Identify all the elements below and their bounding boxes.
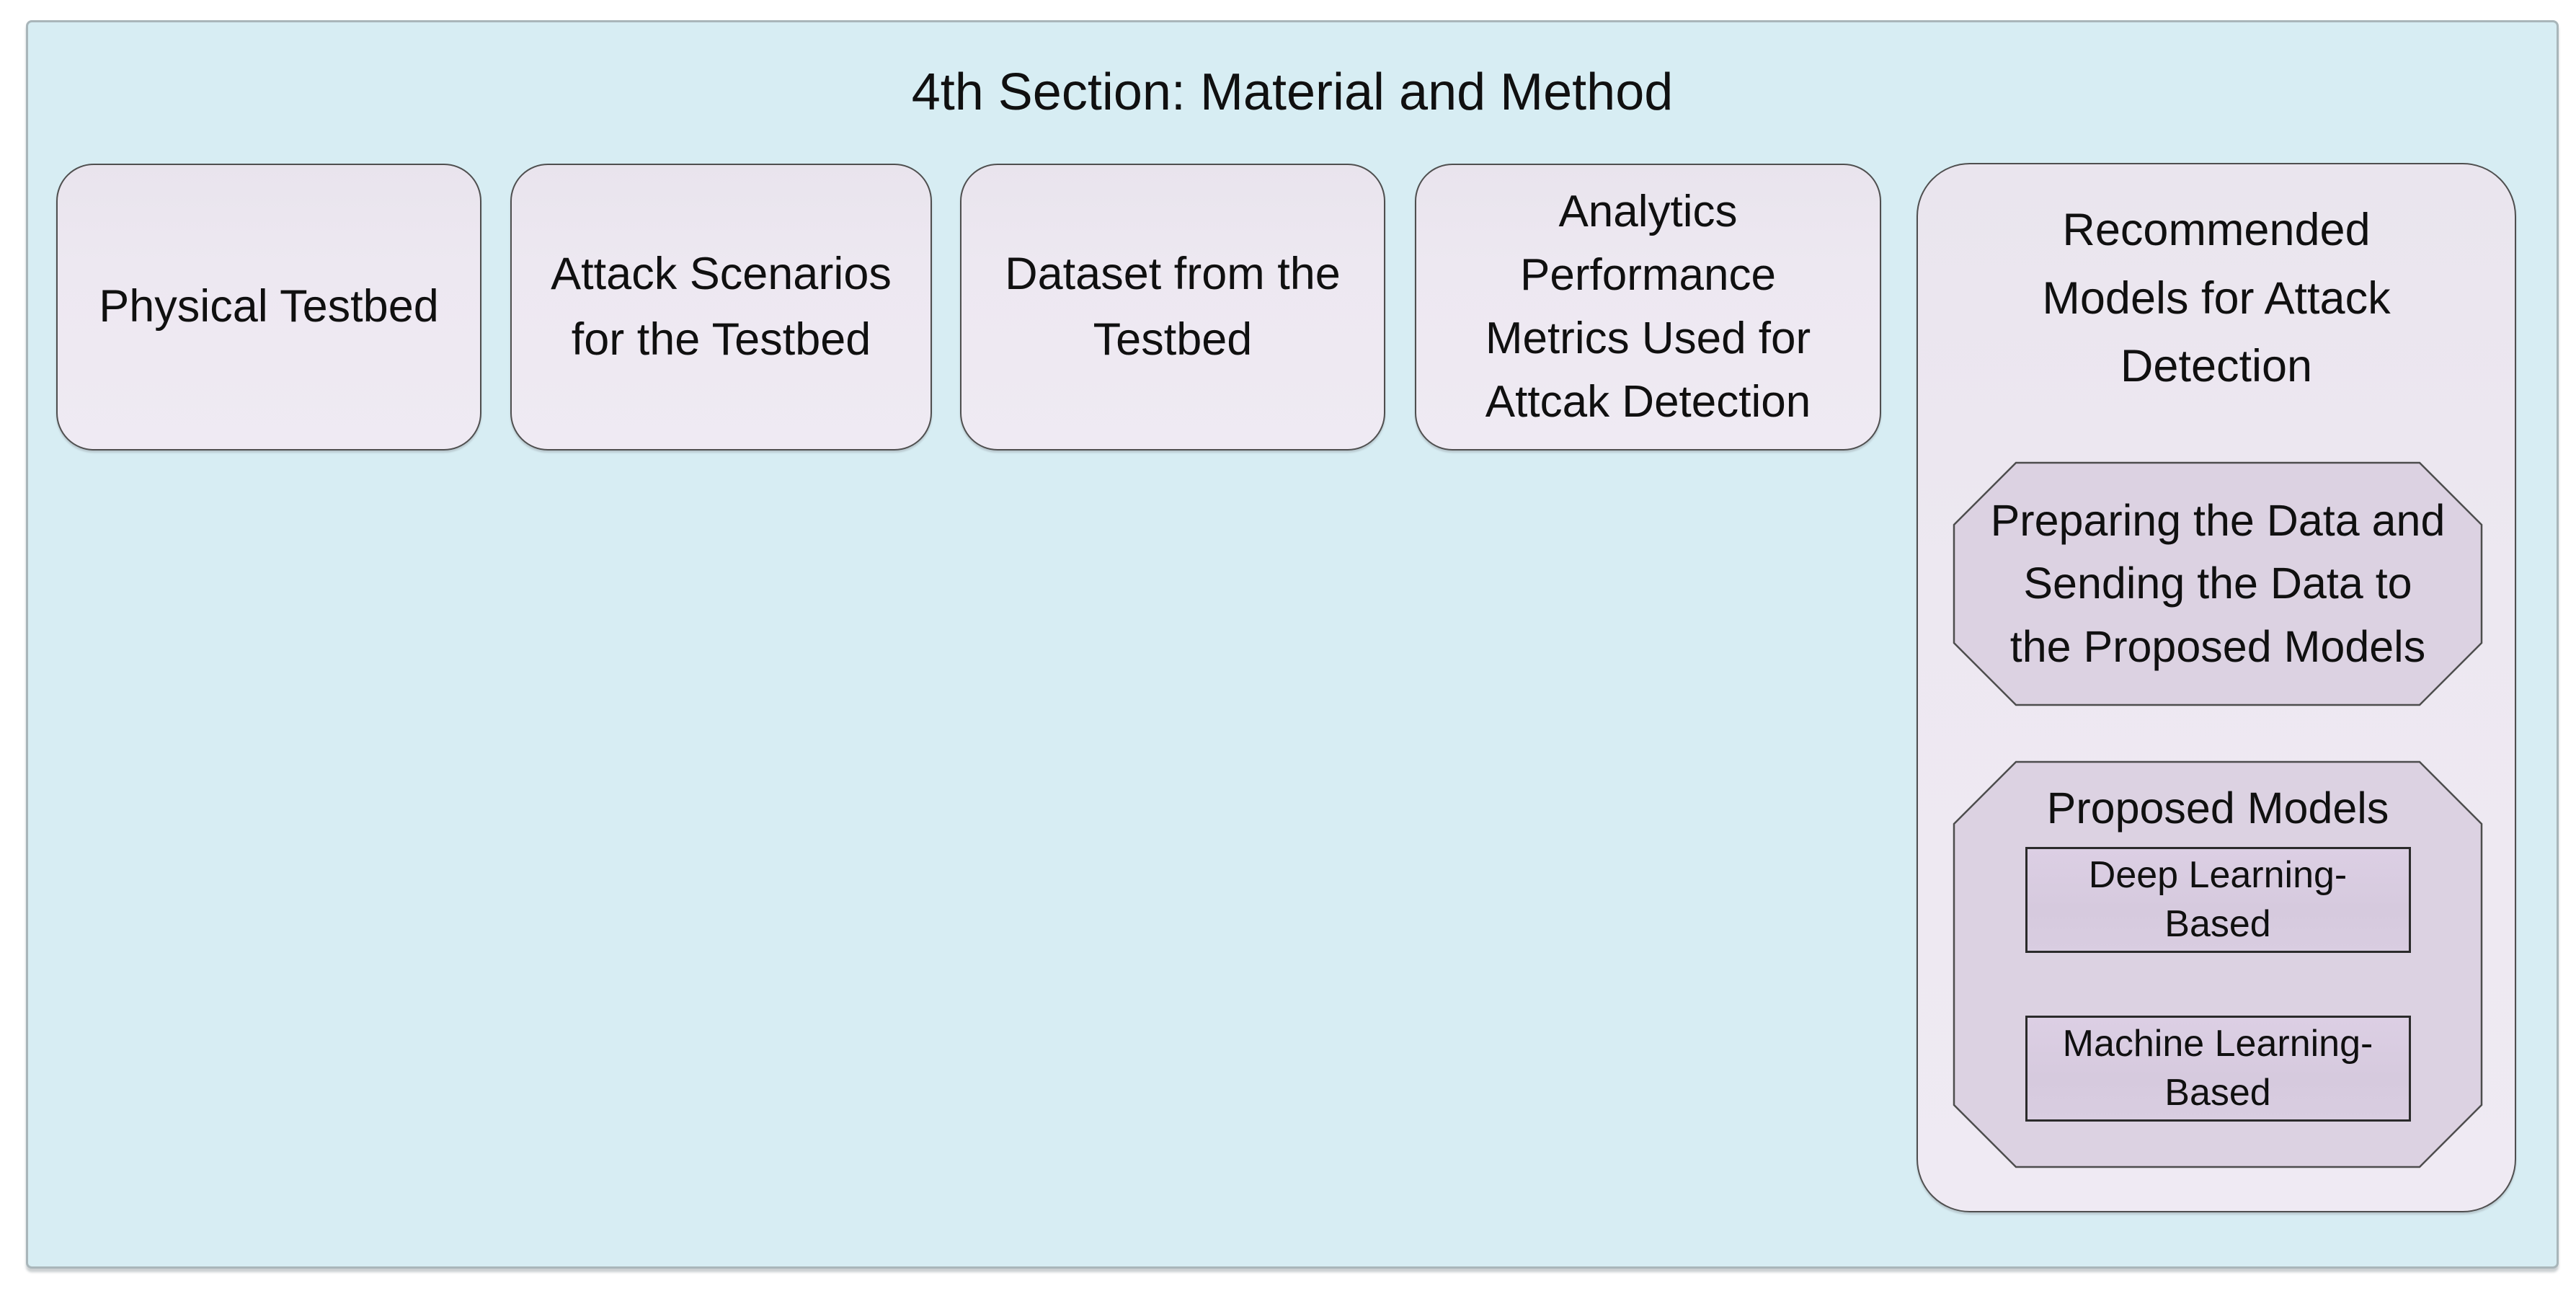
model-deep-learning: Deep Learning-Based [2025,847,2411,954]
section-title: 4th Section: Material and Method [911,63,1674,121]
model-machine-learning-label: Machine Learning-Based [2062,1023,2373,1114]
model-machine-learning: Machine Learning-Based [2025,1016,2411,1122]
octagon-proposed-models: Proposed Models Deep Learning-Based Mach… [1953,760,2483,1168]
box-physical-testbed-label: Physical Testbed [99,281,439,332]
octagon-proposed-models-content: Proposed Models Deep Learning-Based Mach… [1953,760,2483,1168]
section-frame: 4th Section: Material and Method Physica… [26,20,2559,1269]
model-deep-learning-label: Deep Learning-Based [2088,854,2348,945]
proposed-models-title: Proposed Models [2046,784,2389,833]
box-physical-testbed: Physical Testbed [56,164,481,451]
octagon-shape [1953,461,2483,706]
